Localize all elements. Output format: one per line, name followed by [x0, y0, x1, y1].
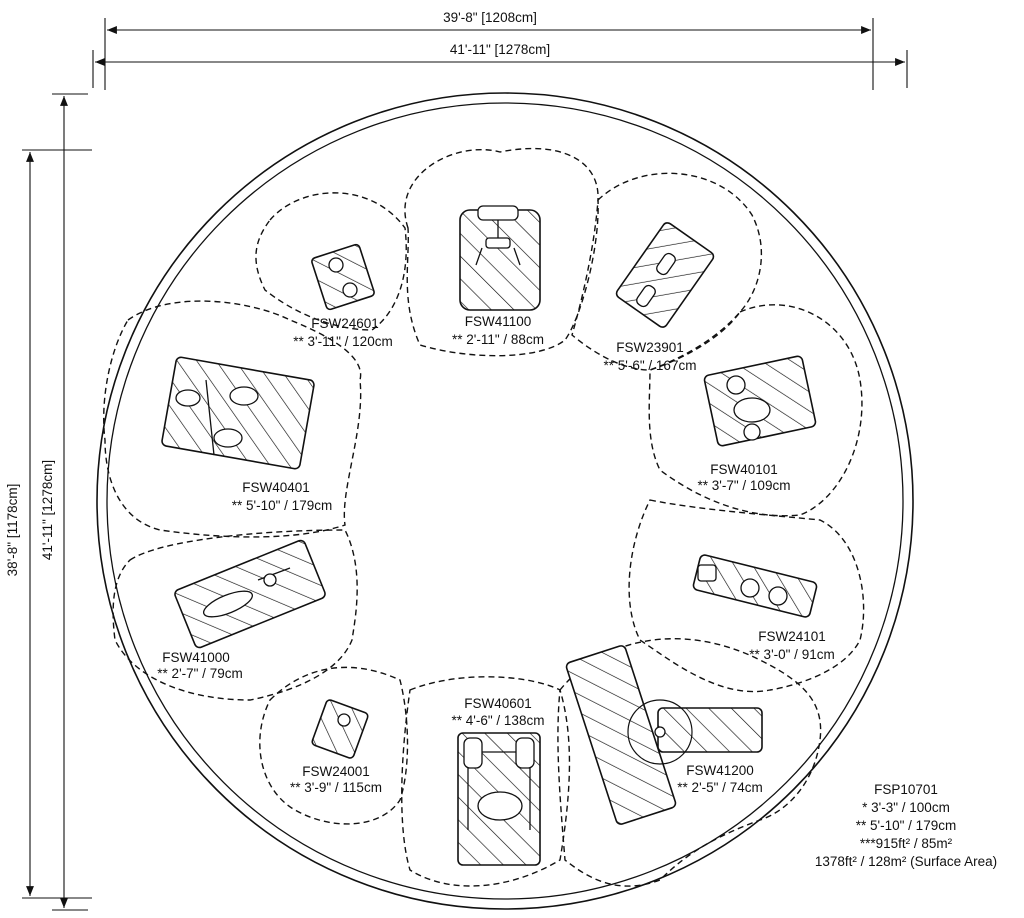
- package-line-3: ***915ft² / 85m²: [860, 836, 953, 851]
- safety-zones: [103, 147, 865, 887]
- equipment-fsw41100-drawing: [459, 205, 541, 311]
- equipment-size: ** 3'-11" / 120cm: [293, 334, 392, 349]
- zone-fsw41200: [557, 638, 822, 887]
- equipment-code: FSW41000: [162, 650, 230, 665]
- package-line-4: 1378ft² / 128m² (Surface Area): [815, 854, 997, 869]
- package-summary: FSP10701 * 3'-3" / 100cm ** 5'-10" / 179…: [815, 782, 997, 869]
- zone-fsw40401: [103, 300, 362, 538]
- package-line-2: ** 5'-10" / 179cm: [856, 818, 956, 833]
- zone-fsw24101: [628, 499, 865, 693]
- equipment-fsw40401-drawing: [161, 356, 315, 470]
- equipment-fsw41200-drawing: [565, 645, 763, 825]
- equipment-code: FSW24601: [311, 316, 379, 331]
- equipment-fsw24101-drawing: [692, 554, 818, 618]
- equipment-size: ** 2'-5" / 74cm: [677, 780, 762, 795]
- package-code: FSP10701: [874, 782, 938, 797]
- inner-boundary-circle: [106, 102, 904, 900]
- equipment-code: FSW41200: [686, 763, 754, 778]
- package-line-1: * 3'-3" / 100cm: [862, 800, 950, 815]
- equipment-code: FSW41100: [465, 314, 532, 329]
- equipment-size: ** 5'-6" / 167cm: [604, 358, 697, 373]
- zone-fsw41100: [404, 147, 599, 357]
- equipment-labels: FSW24601 ** 3'-11" / 120cm FSW41100 ** 2…: [157, 314, 834, 795]
- equipment-fsw40101-drawing: [703, 355, 817, 447]
- equipment-size: ** 3'-9" / 115cm: [290, 780, 382, 795]
- dimension-top-inner: 39'-8" [1208cm]: [443, 10, 537, 25]
- dimension-left-outer: 41'-11" [1278cm]: [40, 460, 55, 560]
- equipment-code: FSW23901: [616, 340, 684, 355]
- zone-fsw40101: [648, 304, 863, 517]
- equipment-size: ** 2'-7" / 79cm: [157, 666, 242, 681]
- zone-fsw24001: [259, 666, 409, 825]
- equipment-code: FSW40101: [710, 462, 778, 477]
- equipment-code: FSW24101: [758, 629, 826, 644]
- equipment-size: ** 3'-7" / 109cm: [698, 478, 791, 493]
- dimension-lines: [22, 18, 908, 911]
- equipment-fsw24601-drawing: [311, 243, 375, 311]
- equipment-size: ** 2'-11" / 88cm: [452, 332, 544, 347]
- outer-boundary-circle: [96, 92, 914, 910]
- dimension-top-outer: 41'-11" [1278cm]: [450, 42, 550, 57]
- zone-fsw40601: [401, 676, 571, 887]
- equipment-code: FSW40401: [242, 480, 310, 495]
- equipment-size: ** 3'-0" / 91cm: [749, 647, 834, 662]
- equipment-size: ** 5'-10" / 179cm: [232, 498, 332, 513]
- equipment-size: ** 4'-6" / 138cm: [452, 713, 545, 728]
- equipment-fsw24001-drawing: [311, 699, 369, 759]
- equipment-code: FSW24001: [302, 764, 370, 779]
- equipment-fsw40601-drawing: [457, 732, 541, 866]
- zone-fsw23901: [571, 172, 763, 371]
- zone-fsw24601: [255, 192, 407, 331]
- equipment-code: FSW40601: [464, 696, 532, 711]
- dimension-left-inner: 38'-8" [1178cm]: [5, 484, 20, 577]
- equipment-fsw41000-drawing: [174, 539, 326, 649]
- equipment-fsw23901-drawing: [615, 222, 715, 328]
